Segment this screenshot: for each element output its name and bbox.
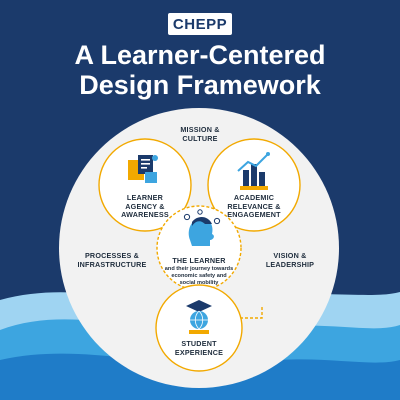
growth-chart-icon	[237, 152, 270, 190]
label-learner-sub2: economic safety and	[171, 272, 227, 279]
label-processes-line1: PROCESSES &	[84, 251, 140, 260]
label-academic-relevance: ACADEMIC RELEVANCE & ENGAGEMENT	[214, 193, 294, 220]
label-student-line1: STUDENT	[181, 339, 217, 348]
brand-logo: CHEPP	[168, 13, 232, 35]
label-processes-infrastructure: PROCESSES & INFRASTRUCTURE	[70, 251, 154, 269]
label-mission-line1: MISSION &	[180, 125, 220, 134]
label-student-experience: STUDENT EXPERIENCE	[159, 339, 239, 357]
label-mission-culture: MISSION & CULTURE	[160, 125, 240, 143]
label-academic-line3: ENGAGEMENT	[227, 210, 281, 220]
label-learner-journey: and their journey towards economic safet…	[154, 266, 244, 286]
learner-head-icon	[183, 209, 221, 246]
label-mission-line2: CULTURE	[182, 133, 218, 143]
label-student-line2: EXPERIENCE	[174, 347, 224, 357]
label-vision-leadership: VISION & LEADERSHIP	[250, 251, 330, 269]
learner-agency-circle	[98, 138, 192, 232]
title-line-2: Design Framework	[79, 70, 321, 100]
label-learner-sub1: and their journey towards	[164, 266, 234, 272]
label-vision-line2: LEADERSHIP	[265, 259, 315, 269]
label-processes-line2: INFRASTRUCTURE	[77, 259, 147, 269]
title-line-1: A Learner-Centered	[74, 40, 326, 70]
documents-icon	[128, 155, 158, 183]
connector-side	[240, 305, 263, 319]
label-learner-sub3: social mobility	[179, 279, 219, 286]
globe-graduate-icon	[186, 300, 212, 334]
label-agency-line3: AWARENESS	[121, 210, 169, 220]
label-vision-line1: VISION &	[273, 251, 307, 260]
label-agency-line1: LEARNER	[126, 193, 164, 202]
label-learner-agency: LEARNER AGENCY & AWARENESS	[105, 193, 185, 220]
label-academic-line2: RELEVANCE &	[227, 201, 281, 211]
label-agency-line2: AGENCY &	[125, 201, 165, 211]
label-the-learner: THE LEARNER	[172, 256, 226, 265]
label-academic-line1: ACADEMIC	[233, 193, 275, 202]
